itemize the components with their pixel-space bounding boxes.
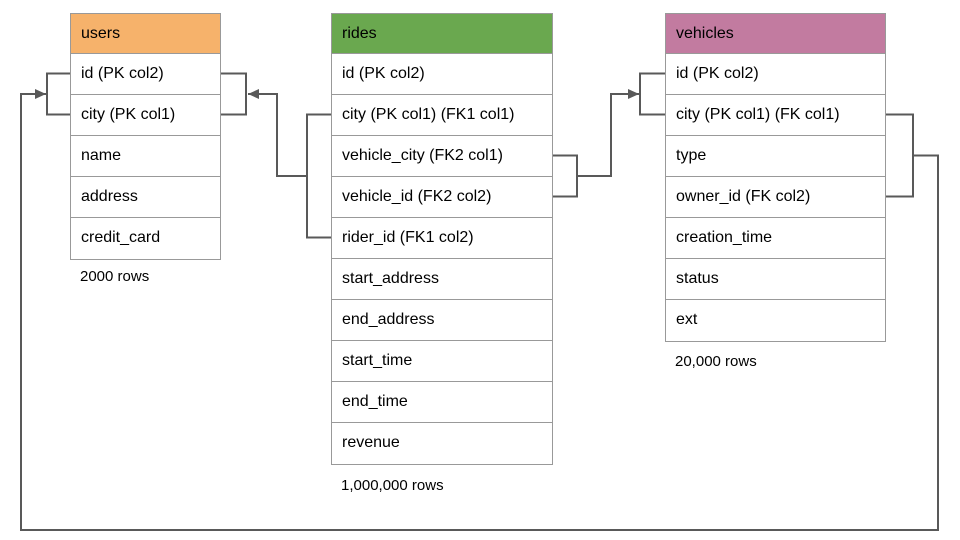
column-row: city (PK col1) (FK1 col1) [332,95,552,136]
column-row: revenue [332,423,552,464]
table-vehicles-columns: id (PK col2)city (PK col1) (FK col1)type… [666,54,885,341]
table-rides-header: rides [332,14,552,54]
column-row: id (PK col2) [71,54,220,95]
column-row: status [666,259,885,300]
column-row: owner_id (FK col2) [666,177,885,218]
column-row: type [666,136,885,177]
table-rides-rowcount: 1,000,000 rows [341,477,444,494]
column-row: address [71,177,220,218]
column-row: city (PK col1) (FK col1) [666,95,885,136]
table-vehicles: vehicles id (PK col2)city (PK col1) (FK … [665,13,886,342]
table-rides: rides id (PK col2)city (PK col1) (FK1 co… [331,13,553,465]
column-row: vehicle_city (FK2 col1) [332,136,552,177]
table-vehicles-header: vehicles [666,14,885,54]
column-row: id (PK col2) [332,54,552,95]
relationship-fk-vehicles-users [20,72,939,531]
column-row: vehicle_id (FK2 col2) [332,177,552,218]
column-row: creation_time [666,218,885,259]
column-row: ext [666,300,885,341]
column-row: start_address [332,259,552,300]
column-row: end_address [332,300,552,341]
table-rides-columns: id (PK col2)city (PK col1) (FK1 col1)veh… [332,54,552,464]
column-row: id (PK col2) [666,54,885,95]
relationship-fk2-rides-vehicles [553,72,665,198]
table-users-rowcount: 2000 rows [80,268,150,285]
column-row: start_time [332,341,552,382]
table-vehicles-rowcount: 20,000 rows [675,353,757,370]
column-row: city (PK col1) [71,95,220,136]
relationship-fk1-rides-users [221,72,331,239]
column-row: credit_card [71,218,220,259]
column-row: rider_id (FK1 col2) [332,218,552,259]
column-row: end_time [332,382,552,423]
table-users-header: users [71,14,220,54]
column-row: name [71,136,220,177]
